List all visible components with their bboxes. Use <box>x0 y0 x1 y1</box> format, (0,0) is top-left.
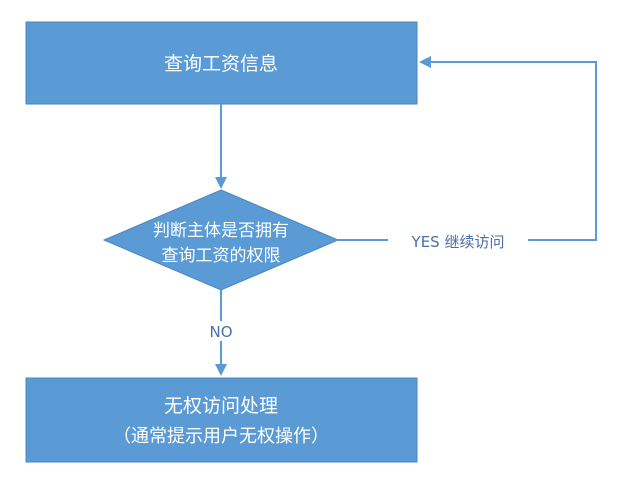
no-label: NO <box>209 323 232 341</box>
deny-access-label-line2: （通常提示用户无权操作） <box>113 426 329 447</box>
yes-continue-label: YES 继续访问 <box>411 233 505 251</box>
deny-access-box <box>25 377 418 463</box>
decision-label-line1: 判断主体是否拥有 <box>153 221 289 241</box>
permission-decision-node: 判断主体是否拥有 查询工资的权限 <box>102 189 340 291</box>
decision-label-line2: 查询工资的权限 <box>162 246 281 266</box>
deny-access-label-line1: 无权访问处理 <box>164 395 278 417</box>
no-label-bg <box>202 321 240 341</box>
yes-label-bg <box>388 230 528 252</box>
query-salary-label: 查询工资信息 <box>164 53 278 75</box>
deny-access-node: 无权访问处理 （通常提示用户无权操作） <box>25 377 418 463</box>
query-salary-node: 查询工资信息 <box>25 21 418 105</box>
query-salary-box <box>25 21 418 105</box>
